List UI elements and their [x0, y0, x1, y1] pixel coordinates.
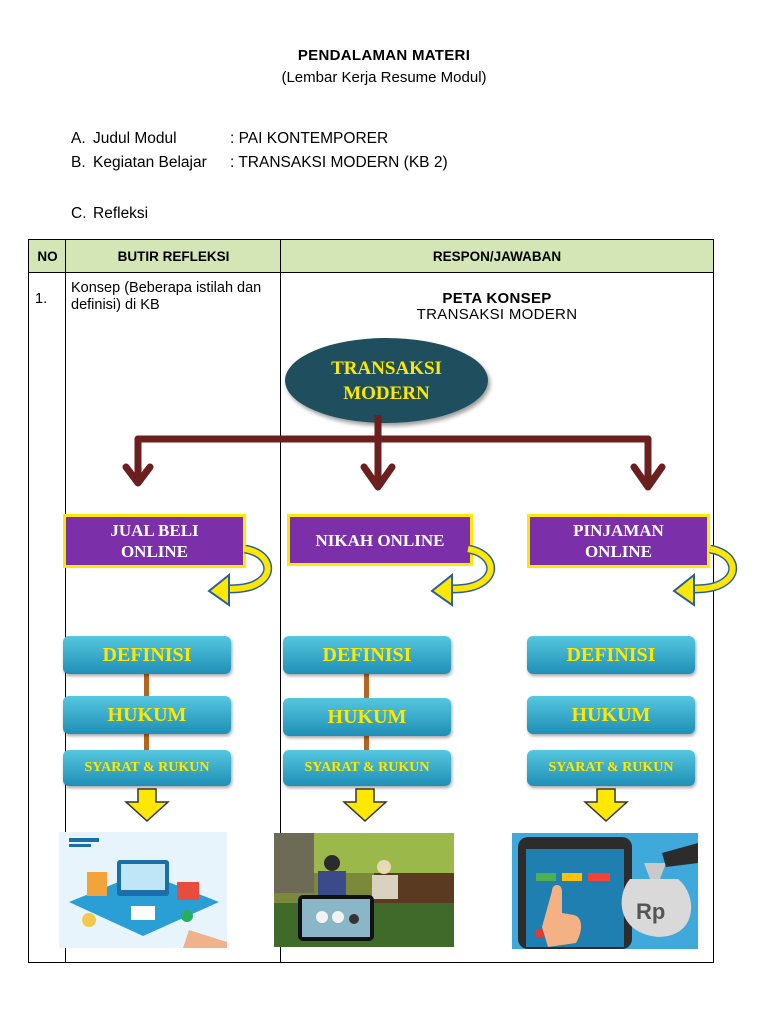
- meta-row-a: A. Judul Modul : PAI KONTEMPORER: [71, 130, 671, 150]
- root-node: TRANSAKSI MODERN: [285, 338, 488, 423]
- ecommerce-illustration: [59, 832, 227, 948]
- curved-arrow-icon: [430, 545, 495, 607]
- column-divider: [280, 240, 281, 962]
- meta-label: Kegiatan Belajar: [93, 154, 207, 171]
- meta-label: Judul Modul: [93, 130, 177, 147]
- root-label-line1: TRANSAKSI: [331, 357, 442, 379]
- curved-arrow-icon: [672, 545, 737, 607]
- topic-label: NIKAH ONLINE: [315, 530, 445, 550]
- online-marriage-photo: [274, 833, 454, 947]
- definisi-box: DEFINISI: [527, 636, 695, 674]
- page-subtitle: (Lembar Kerja Resume Modul): [281, 69, 487, 86]
- rupiah-symbol: Rp: [636, 899, 665, 924]
- column-divider: [65, 240, 66, 962]
- reflection-table: NO BUTIR REFLEKSI RESPON/JAWABAN 1. Kons…: [28, 239, 714, 963]
- down-arrow-icon: [583, 788, 629, 822]
- syarat-rukun-box: SYARAT & RUKUN: [63, 750, 231, 786]
- down-arrow-icon: [342, 788, 388, 822]
- topic-nikah-online: NIKAH ONLINE: [287, 514, 473, 566]
- curved-arrow-icon: [207, 545, 272, 607]
- butir-text: Konsep (Beberapa istilah dan definisi) d…: [71, 280, 262, 313]
- syarat-rukun-box: SYARAT & RUKUN: [283, 750, 451, 786]
- meta-label: Refleksi: [93, 205, 149, 222]
- topic-jual-beli-online: JUAL BELI ONLINE: [63, 514, 246, 568]
- definisi-box: DEFINISI: [63, 636, 231, 674]
- page-title: PENDALAMAN MATERI: [297, 47, 471, 64]
- hukum-box: HUKUM: [63, 696, 231, 734]
- meta-key: C.: [71, 205, 87, 222]
- meta-value: : TRANSAKSI MODERN (KB 2): [230, 154, 448, 171]
- meta-key: A.: [71, 130, 86, 147]
- branch-arrows: [122, 415, 666, 491]
- meta-row-c: C. Refleksi: [71, 205, 671, 225]
- header-respon: RESPON/JAWABAN: [281, 240, 713, 273]
- definisi-box: DEFINISI: [283, 636, 451, 674]
- topic-label: ONLINE: [120, 542, 189, 561]
- topic-label: JUAL BELI: [110, 521, 199, 540]
- topic-pinjaman-online: PINJAMAN ONLINE: [527, 514, 710, 568]
- header-butir: BUTIR REFLEKSI: [66, 240, 281, 273]
- meta-key: B.: [71, 154, 86, 171]
- row-number: 1.: [35, 291, 48, 307]
- meta-value: : PAI KONTEMPORER: [230, 130, 389, 147]
- root-label-line2: MODERN: [343, 382, 430, 404]
- concept-map-subheading: TRANSAKSI MODERN: [416, 306, 578, 323]
- meta-row-b: B. Kegiatan Belajar : TRANSAKSI MODERN (…: [71, 154, 671, 174]
- topic-label: PINJAMAN: [573, 521, 664, 540]
- hukum-box: HUKUM: [283, 698, 451, 736]
- online-loan-illustration: Rp: [512, 833, 698, 949]
- hukum-box: HUKUM: [527, 696, 695, 734]
- syarat-rukun-box: SYARAT & RUKUN: [527, 750, 695, 786]
- header-no: NO: [29, 240, 66, 273]
- concept-map-heading: PETA KONSEP: [442, 290, 552, 307]
- down-arrow-icon: [124, 788, 170, 822]
- topic-label: ONLINE: [584, 542, 653, 561]
